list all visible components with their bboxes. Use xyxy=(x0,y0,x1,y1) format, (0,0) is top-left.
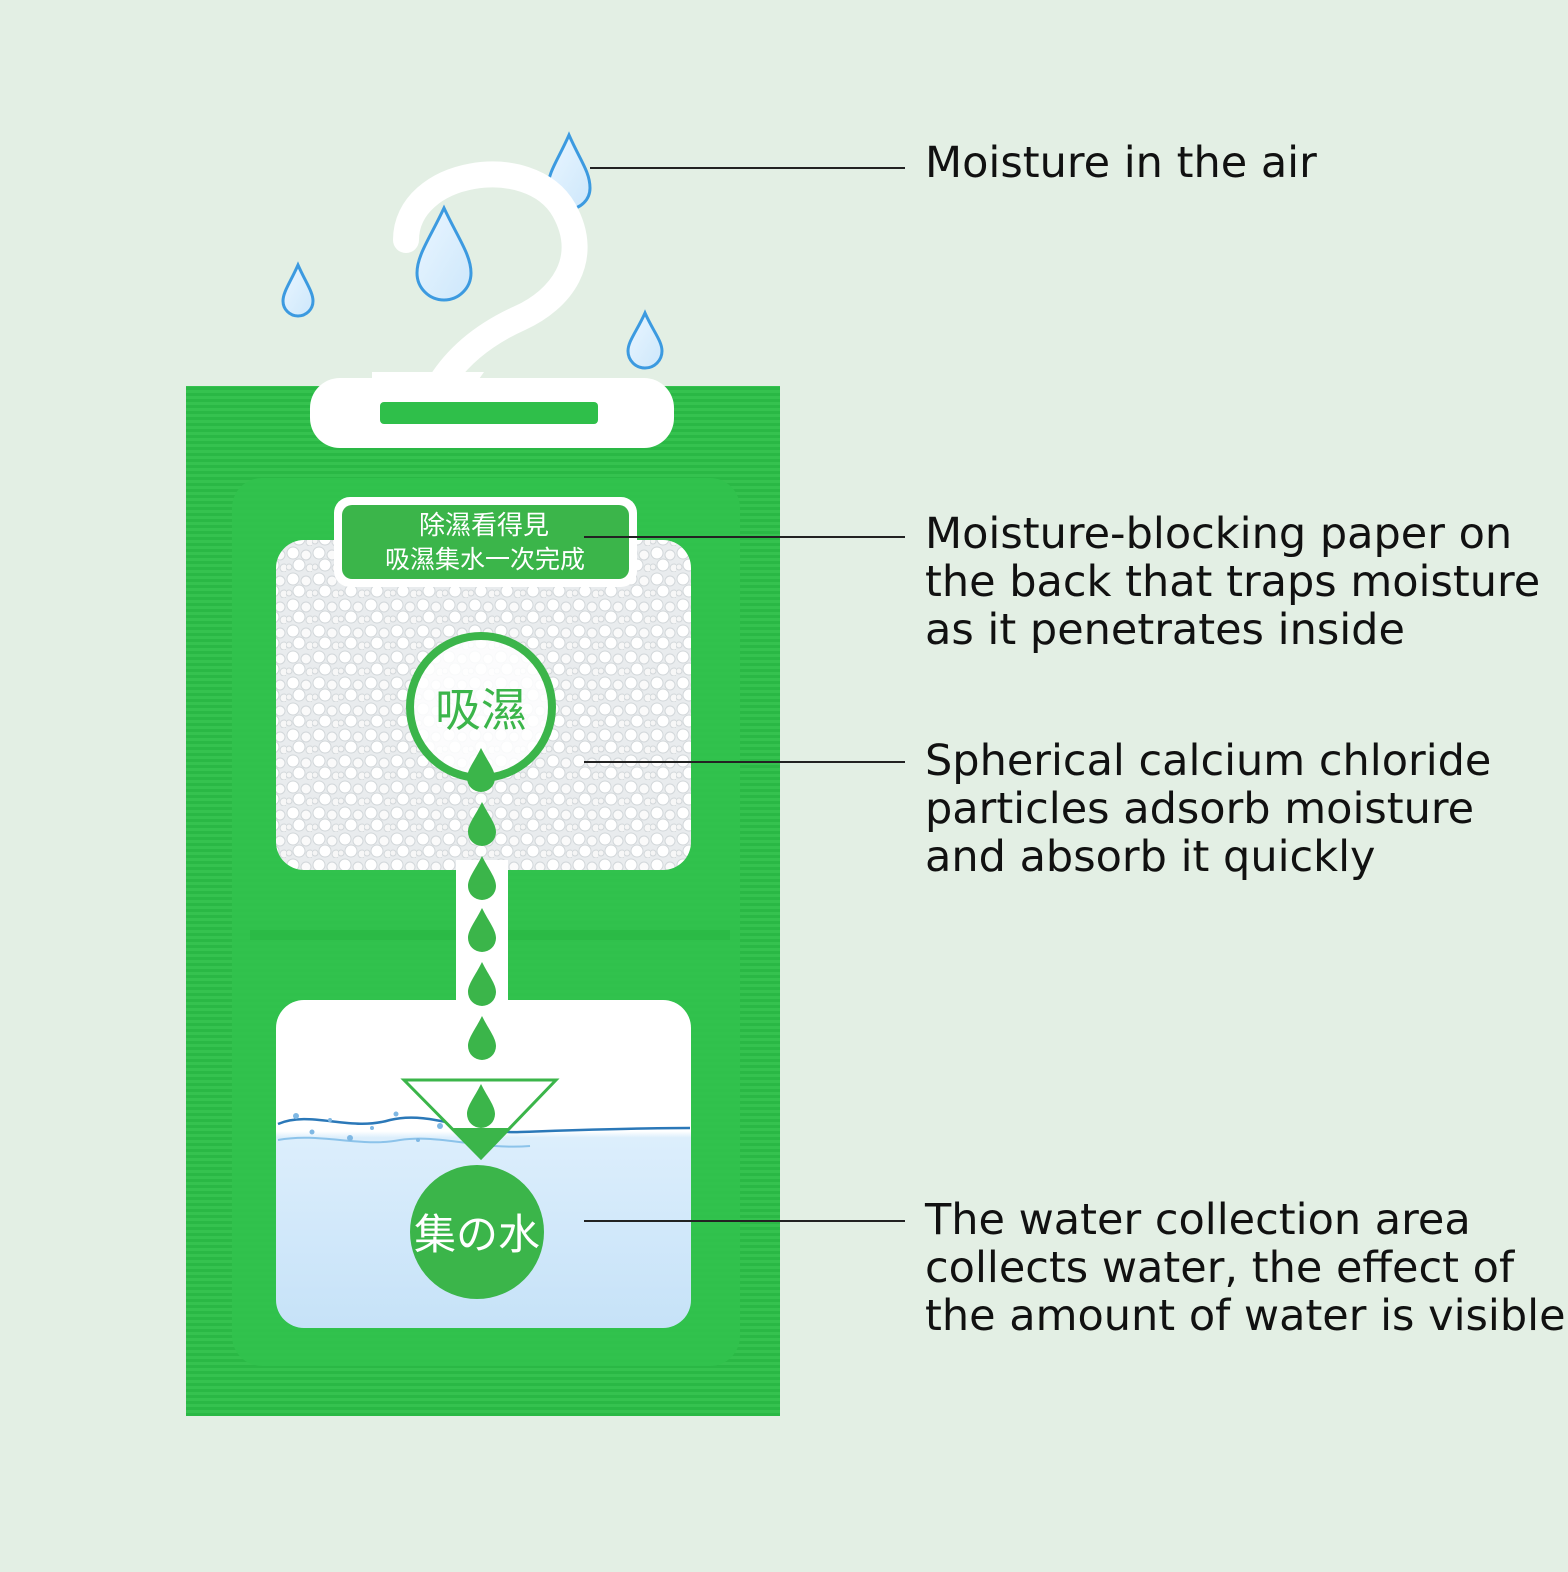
collect-label: 集の水 xyxy=(414,1210,540,1259)
absorb-label: 吸濕 xyxy=(435,683,527,737)
callout-water-collection: The water collection area collects water… xyxy=(925,1195,1566,1341)
callout-calcium-chloride: Spherical calcium chloride particles ads… xyxy=(925,736,1492,882)
callout-moisture-in-air: Moisture in the air xyxy=(925,138,1317,188)
hanger-hook xyxy=(310,161,674,448)
banner-line-2: 吸濕集水一次完成 xyxy=(385,545,585,574)
water-drop-icon xyxy=(415,204,473,302)
banner-line-1: 除濕看得見 xyxy=(419,511,549,541)
water-drop-icon xyxy=(626,309,664,370)
water-window xyxy=(276,1000,691,1328)
water-drop-icon xyxy=(281,261,315,318)
drip-drops xyxy=(468,802,496,1060)
callout-moisture-blocking-paper: Moisture-blocking paper on the back that… xyxy=(925,509,1541,655)
